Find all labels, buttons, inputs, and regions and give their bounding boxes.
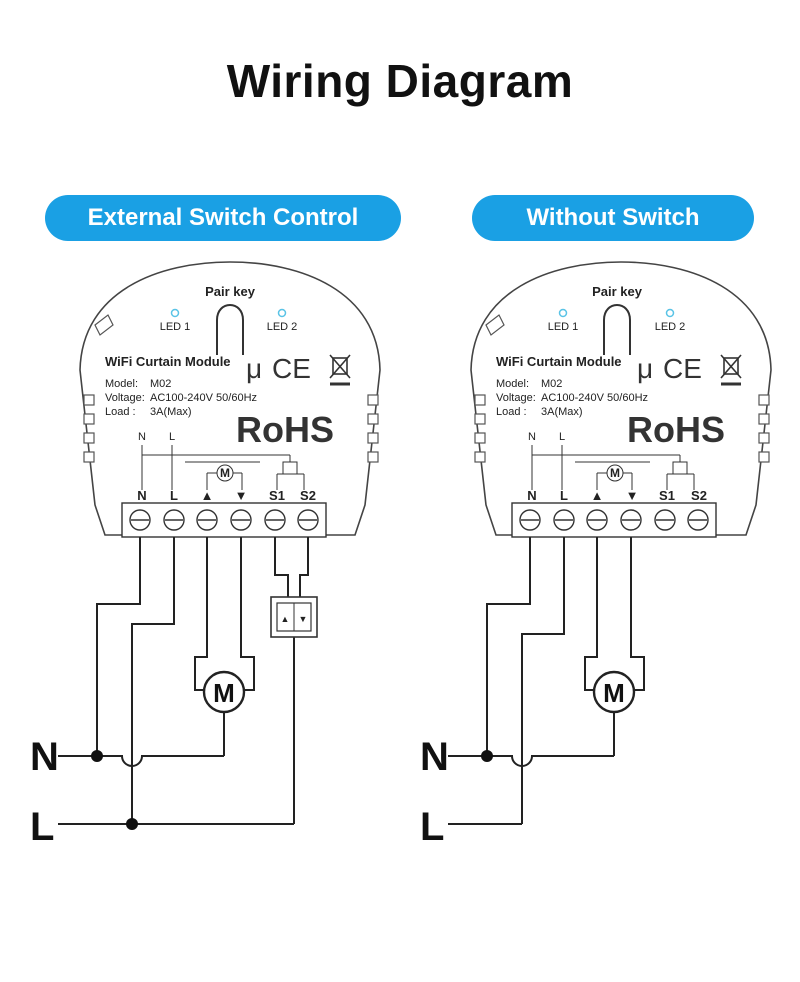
pair-key-loop [216, 304, 244, 355]
terminal-label-s2: S2 [300, 488, 316, 503]
schematic-n-label: N [138, 431, 146, 443]
module-name: WiFi Curtain Module [496, 354, 622, 369]
module-body [470, 261, 772, 536]
line-l-label-left: L [30, 805, 54, 849]
module-side-clips [83, 314, 379, 463]
led1-indicator [558, 308, 568, 318]
cert-mu: μ [637, 353, 653, 384]
terminal-label-l: L [560, 488, 568, 503]
terminal-label-s1: S1 [659, 488, 675, 503]
schematic-l-label: L [559, 431, 565, 443]
terminal-label-s1: S1 [269, 488, 285, 503]
motor-left-label: M [213, 678, 235, 708]
pair-key-loop [603, 304, 631, 355]
section-heading-without-switch: Without Switch [472, 195, 754, 241]
switch-up-symbol: ▲ [281, 614, 290, 624]
junction-n-right [481, 750, 493, 762]
terminal-label-l: L [170, 488, 178, 503]
terminal-block [511, 502, 717, 538]
wiring-left [58, 537, 309, 825]
line-l-label-right: L [420, 805, 444, 849]
load-value: 3A(Max) [150, 406, 192, 418]
wiring-right [448, 537, 645, 825]
terminal-block [121, 502, 327, 538]
led1-indicator [170, 308, 180, 318]
weee-bin-icon [329, 354, 351, 386]
voltage-value: AC100-240V 50/60Hz [150, 392, 257, 404]
terminal-label-n: N [527, 488, 536, 503]
cert-ce: CE [663, 353, 702, 384]
module-right: Pair key LED 1 LED 2 WiFi Curtain Module… [470, 261, 772, 538]
external-switch [270, 596, 318, 638]
line-n-label-right: N [420, 735, 449, 779]
load-label: Load : [105, 406, 136, 418]
led2-label: LED 2 [267, 321, 298, 333]
junction-l-left [126, 818, 138, 830]
cert-mu: μ [246, 353, 262, 384]
pair-key-label: Pair key [592, 284, 643, 299]
led2-label: LED 2 [655, 321, 686, 333]
junction-n-left [91, 750, 103, 762]
motor-left [202, 670, 246, 714]
line-n-label-left: N [30, 735, 59, 779]
module-body [79, 261, 381, 536]
pair-key-label: Pair key [205, 284, 256, 299]
page-title: Wiring Diagram [226, 55, 574, 107]
module-name: WiFi Curtain Module [105, 354, 231, 369]
section-heading-external-switch: External Switch Control [45, 195, 401, 241]
voltage-label: Voltage: [105, 392, 145, 404]
terminal-label-n: N [137, 488, 146, 503]
internal-schematic [141, 445, 305, 490]
model-label: Model: [496, 378, 529, 390]
schematic-motor-m: M [220, 466, 230, 480]
terminal-label-s2: S2 [691, 488, 707, 503]
led2-indicator [665, 308, 675, 318]
model-label: Model: [105, 378, 138, 390]
terminal-label-up: ▲ [201, 488, 214, 503]
cert-ce: CE [272, 353, 311, 384]
model-value: M02 [150, 378, 171, 390]
terminal-label-down: ▼ [626, 488, 639, 503]
schematic-l-label: L [169, 431, 175, 443]
rohs-mark: RoHS [236, 409, 334, 450]
weee-bin-icon [720, 354, 742, 386]
load-label: Load : [496, 406, 527, 418]
led1-label: LED 1 [548, 321, 579, 333]
schematic-n-label: N [528, 431, 536, 443]
led1-label: LED 1 [160, 321, 191, 333]
module-side-clips [474, 314, 770, 463]
led2-indicator [277, 308, 287, 318]
switch-down-symbol: ▼ [299, 614, 308, 624]
motor-right [592, 670, 636, 714]
voltage-value: AC100-240V 50/60Hz [541, 392, 648, 404]
voltage-label: Voltage: [496, 392, 536, 404]
schematic-motor-m: M [610, 466, 620, 480]
motor-right-label: M [603, 678, 625, 708]
module-left: Pair key LED 1 LED 2 WiFi Curtain Module… [79, 261, 381, 538]
load-value: 3A(Max) [541, 406, 583, 418]
rohs-mark: RoHS [627, 409, 725, 450]
model-value: M02 [541, 378, 562, 390]
internal-schematic [531, 445, 695, 490]
terminal-label-down: ▼ [235, 488, 248, 503]
terminal-label-up: ▲ [591, 488, 604, 503]
